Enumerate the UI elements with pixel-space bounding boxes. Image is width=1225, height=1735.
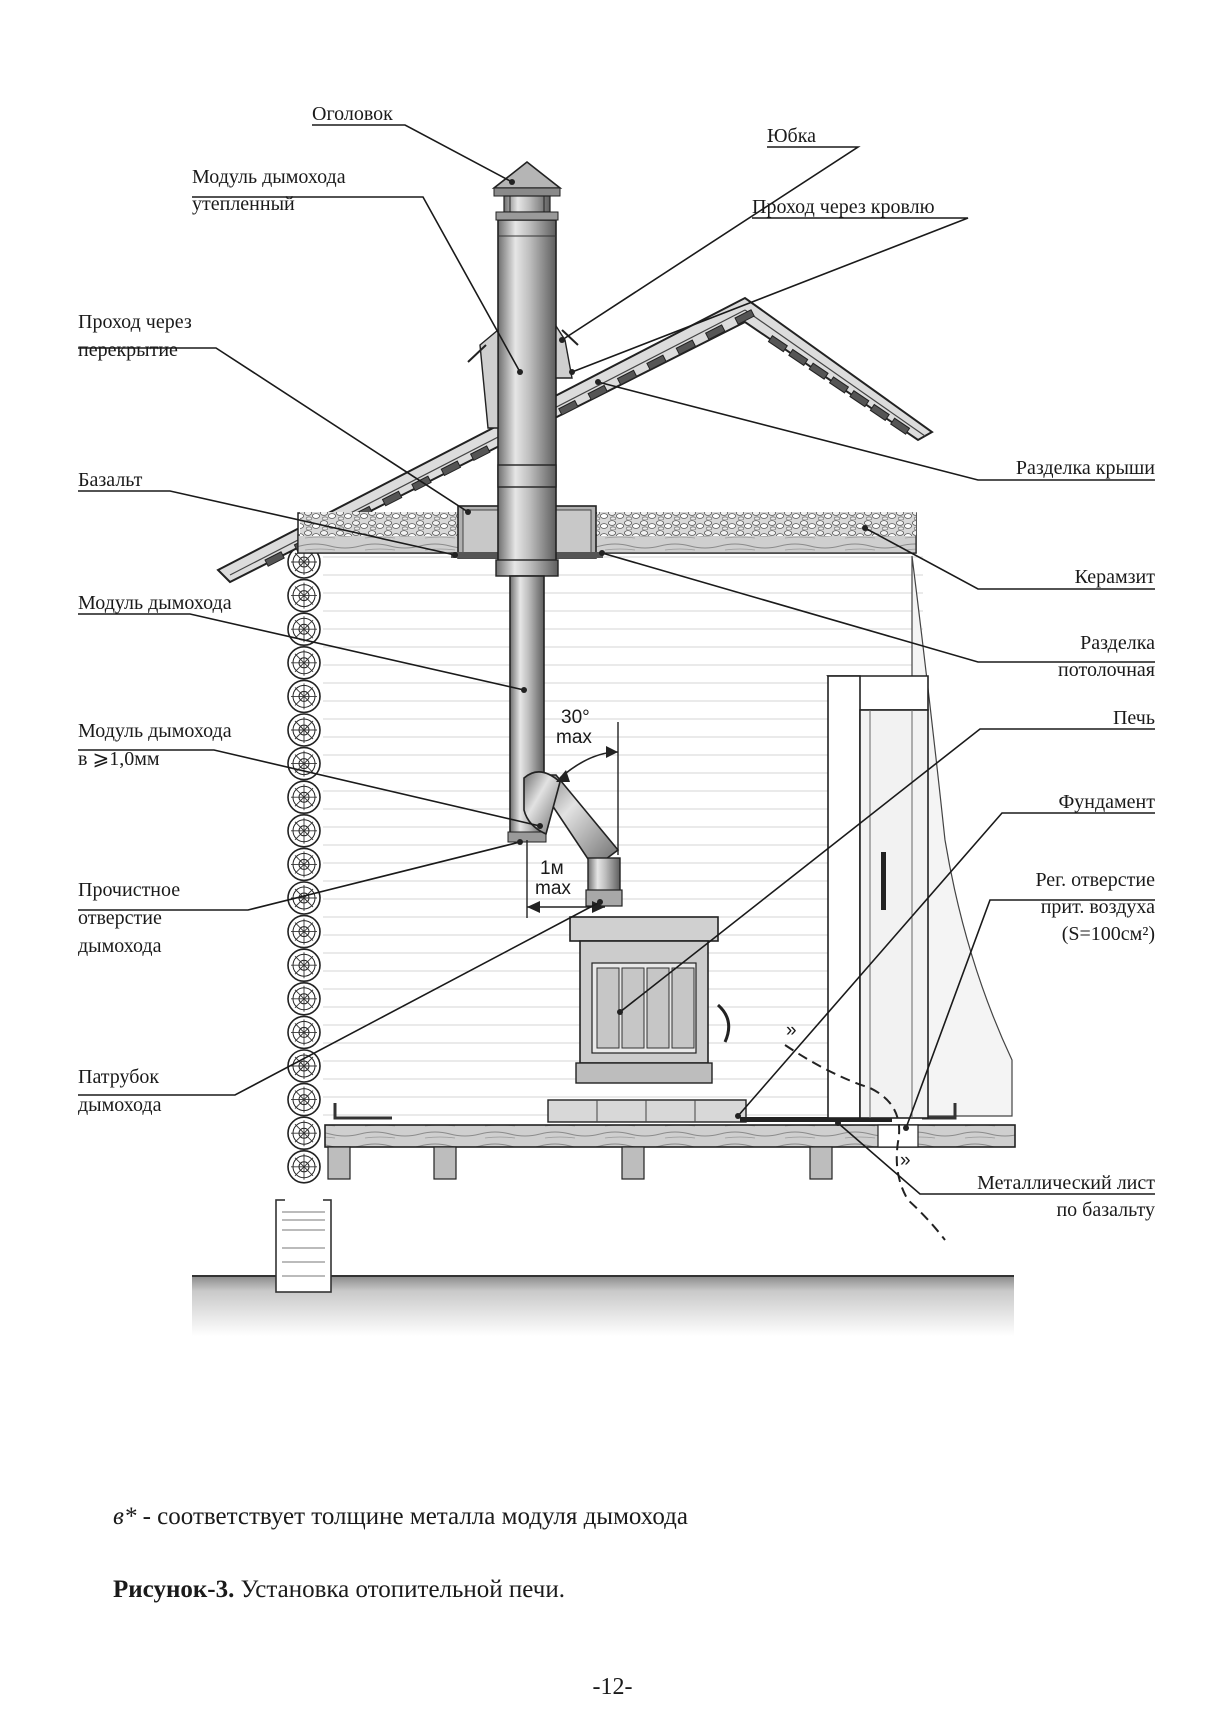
clay-fill-right bbox=[597, 512, 916, 536]
label-nozzle-1: Патрубок bbox=[78, 1066, 159, 1088]
roof-shingle bbox=[264, 551, 285, 567]
log-ring bbox=[287, 1015, 321, 1050]
roof-shingle bbox=[675, 339, 697, 356]
stove bbox=[569, 916, 731, 1084]
angle-value: 30° bbox=[561, 707, 590, 728]
ceiling bbox=[297, 512, 917, 554]
label-roof-pass: Проход через кровлю bbox=[752, 196, 935, 218]
length-max: max bbox=[535, 878, 571, 899]
page-number: -12- bbox=[592, 1674, 633, 1700]
label-module-thick-2: в ⩾1,0мм bbox=[78, 748, 160, 770]
label-skirt: Юбка bbox=[767, 125, 816, 147]
log-ring bbox=[287, 914, 321, 949]
log-ring bbox=[287, 1116, 321, 1150]
footnote-text: - соответствует толщине металла модуля д… bbox=[136, 1503, 688, 1530]
label-vent-2: прит. воздуха bbox=[1041, 896, 1155, 918]
label-ceiling-cut-1: Разделка bbox=[1080, 632, 1155, 654]
log-ring bbox=[287, 746, 321, 781]
roof-shingle bbox=[440, 460, 462, 477]
log-ring bbox=[287, 578, 321, 613]
log-ring bbox=[287, 981, 321, 1016]
air-flow: » » bbox=[784, 1020, 946, 1241]
foundation-pier bbox=[275, 1199, 332, 1293]
clay-fill-left bbox=[300, 512, 462, 536]
angle-max: max bbox=[556, 727, 592, 748]
label-cap: Оголовок bbox=[312, 103, 393, 125]
roof-shingle bbox=[849, 390, 870, 408]
stove-foundation bbox=[547, 1099, 747, 1123]
svg-text:»: » bbox=[786, 1020, 797, 1041]
log-ring bbox=[287, 1150, 321, 1184]
label-vent-3: (S=100см²) bbox=[1062, 923, 1155, 945]
roof-shingle bbox=[734, 309, 755, 325]
label-ceiling-cut-2: потолочная bbox=[1058, 659, 1155, 681]
label-roof-cut: Разделка крыши bbox=[1016, 457, 1155, 479]
label-metal-sheet-1: Металлический лист bbox=[977, 1172, 1155, 1194]
doorway bbox=[826, 675, 929, 1119]
metal-sheet bbox=[740, 1117, 892, 1122]
log-ring bbox=[287, 847, 321, 882]
roof-shingle bbox=[869, 403, 890, 422]
roof-shingle bbox=[381, 490, 403, 507]
chimney-insulated-module bbox=[495, 219, 559, 577]
roof-shingle bbox=[646, 354, 667, 371]
figure-caption: Рисунок-3. Установка отопительной печи. bbox=[113, 1576, 565, 1604]
log-ring bbox=[287, 1049, 321, 1083]
label-basalt: Базальт bbox=[78, 469, 143, 491]
roof-shingle bbox=[587, 384, 609, 401]
label-insulated-module-1: Модуль дымохода bbox=[192, 166, 346, 188]
log-wall bbox=[285, 545, 323, 1203]
roof-shingle bbox=[828, 376, 850, 394]
log-ring bbox=[287, 1082, 321, 1117]
chimney-elbow bbox=[523, 771, 623, 907]
label-insulated-module-2: утепленный bbox=[192, 193, 295, 215]
label-stove: Печь bbox=[1113, 707, 1155, 729]
roof-shingle bbox=[469, 445, 491, 462]
roof-shingle bbox=[890, 417, 911, 435]
label-cleanout-3: дымохода bbox=[78, 935, 162, 957]
roof-shingle bbox=[788, 348, 809, 367]
label-ceiling-pass-1: Проход через bbox=[78, 311, 192, 333]
footnote: в* - соответствует толщине металла модул… bbox=[113, 1503, 688, 1531]
label-foundation: Фундамент bbox=[1058, 791, 1155, 813]
log-ring bbox=[287, 645, 321, 680]
label-ceiling-pass-2: перекрытие bbox=[78, 339, 178, 361]
log-ring bbox=[287, 948, 321, 983]
label-vent-1: Рег. отверстие bbox=[1035, 869, 1155, 891]
angle-annotation bbox=[556, 722, 619, 855]
label-cleanout-2: отверстие bbox=[78, 907, 162, 929]
log-ring bbox=[287, 813, 321, 848]
log-ring bbox=[287, 713, 321, 747]
roof-shingle bbox=[558, 399, 579, 416]
log-ring bbox=[287, 780, 321, 815]
length-value: 1м bbox=[540, 858, 564, 879]
roof-shingle bbox=[616, 369, 638, 386]
roof-shingle bbox=[767, 335, 788, 353]
label-module-thick-1: Модуль дымохода bbox=[78, 720, 232, 742]
caption-text: Установка отопительной печи. bbox=[234, 1576, 565, 1603]
label-metal-sheet-2: по базальту bbox=[1056, 1199, 1155, 1221]
roof-shingle bbox=[808, 362, 829, 380]
label-cleanout-1: Прочистное bbox=[78, 879, 180, 901]
label-clay: Керамзит bbox=[1075, 566, 1156, 588]
log-ring bbox=[287, 679, 321, 714]
leader-lines bbox=[78, 124, 1155, 1195]
chimney-cap bbox=[491, 160, 563, 221]
label-module: Модуль дымохода bbox=[78, 592, 232, 614]
caption-bold: Рисунок-3. bbox=[113, 1576, 235, 1603]
footnote-symbol: в* bbox=[113, 1503, 137, 1530]
svg-text:»: » bbox=[900, 1150, 911, 1171]
roof-shingle bbox=[704, 324, 726, 341]
label-nozzle-2: дымохода bbox=[78, 1094, 162, 1116]
